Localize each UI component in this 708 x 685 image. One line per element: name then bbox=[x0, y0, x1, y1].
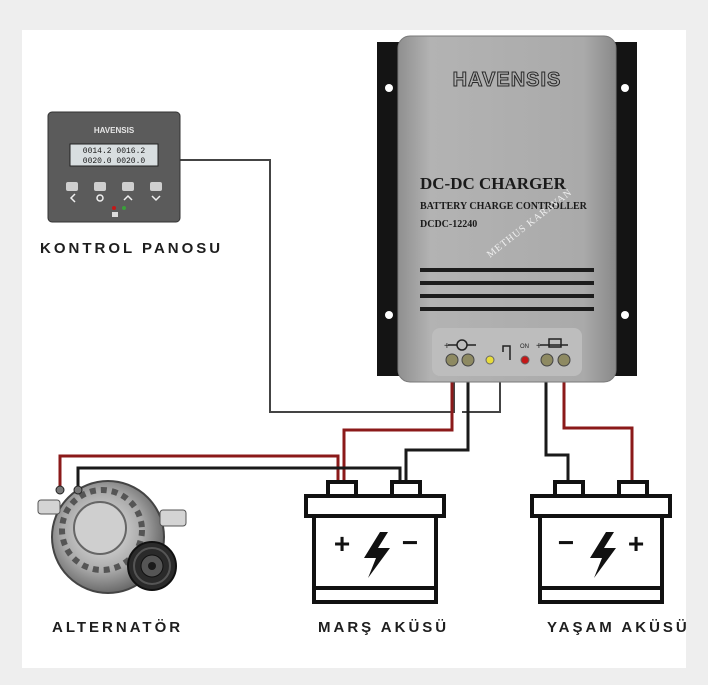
starter-battery-lid bbox=[304, 494, 446, 518]
ok-icon bbox=[96, 194, 104, 202]
control-panel-caption: KONTROL PANOSU bbox=[40, 240, 224, 257]
output-negative-terminal bbox=[540, 353, 554, 367]
minus-icon: − bbox=[402, 527, 418, 558]
cooling-vents bbox=[420, 268, 594, 311]
living-battery-positive-terminal bbox=[617, 480, 649, 498]
terminals bbox=[445, 353, 571, 367]
starter-battery: + − bbox=[304, 480, 446, 604]
charger-model: DCDC-12240 bbox=[420, 219, 477, 230]
charger-title: DC-DC CHARGER bbox=[420, 174, 567, 193]
control-panel-brand: HAVENSIS bbox=[94, 126, 135, 135]
down-icon bbox=[151, 195, 161, 202]
control-panel-body bbox=[47, 111, 181, 223]
starter-battery-caption: MARŞ AKÜSÜ bbox=[318, 619, 450, 636]
control-signal-wire bbox=[178, 159, 455, 413]
lcd-line-2: 0020.0 0020.0 bbox=[83, 157, 146, 166]
back-button[interactable] bbox=[66, 182, 78, 191]
plus-icon: + bbox=[334, 528, 350, 559]
charger-brand: HAVENSIS bbox=[453, 69, 562, 91]
alternator-input-icon: + bbox=[444, 339, 476, 352]
down-button[interactable] bbox=[150, 182, 162, 191]
living-battery-negative-terminal bbox=[553, 480, 585, 498]
back-icon bbox=[69, 193, 76, 203]
living-battery-caption: YAŞAM AKÜSÜ bbox=[547, 619, 690, 636]
starter-negative-wire bbox=[404, 372, 470, 482]
starter-battery-positive-terminal bbox=[326, 480, 358, 498]
starter-positive-wire bbox=[342, 372, 454, 482]
led-label: ON bbox=[520, 344, 529, 350]
panel-led-red bbox=[112, 206, 116, 210]
input-negative-terminal bbox=[461, 353, 475, 367]
living-positive-wire bbox=[562, 372, 634, 482]
ok-button[interactable] bbox=[94, 182, 106, 191]
lightning-icon bbox=[364, 532, 390, 578]
living-battery-lid bbox=[530, 494, 672, 518]
control-signal-wire-2 bbox=[462, 372, 501, 413]
right-mounting-bracket bbox=[613, 42, 637, 376]
plus-icon: + bbox=[628, 528, 644, 559]
alternator-caption: ALTERNATÖR bbox=[52, 619, 184, 636]
status-led-yellow bbox=[485, 355, 495, 365]
left-mounting-bracket bbox=[377, 42, 401, 376]
living-battery: − + bbox=[530, 480, 672, 604]
status-led-red bbox=[520, 355, 530, 365]
svg-text:+: + bbox=[536, 341, 542, 352]
living-negative-wire bbox=[544, 372, 570, 482]
up-icon bbox=[123, 194, 133, 201]
svg-text:+: + bbox=[444, 341, 450, 352]
usb-port bbox=[112, 212, 118, 217]
input-positive-terminal bbox=[445, 353, 459, 367]
up-button[interactable] bbox=[122, 182, 134, 191]
alternator bbox=[37, 480, 187, 594]
alternator-negative-wire bbox=[76, 466, 402, 490]
dcdc-charger: HAVENSIS DC-DC CHARGER BATTERY CHARGE CO… bbox=[377, 35, 637, 383]
minus-icon: − bbox=[558, 527, 574, 558]
starter-battery-negative-terminal bbox=[390, 480, 422, 498]
lcd-screen bbox=[69, 143, 159, 167]
panel-led-green bbox=[122, 206, 126, 210]
ignition-signal-icon bbox=[502, 345, 511, 360]
battery-output-icon: + bbox=[536, 338, 568, 352]
charger-subtitle: BATTERY CHARGE CONTROLLER bbox=[420, 201, 588, 212]
control-panel: HAVENSIS 0014.2 0016.2 0020.0 0020.0 bbox=[47, 111, 181, 223]
lcd-line-1: 0014.2 0016.2 bbox=[83, 147, 146, 156]
output-positive-terminal bbox=[557, 353, 571, 367]
lightning-icon bbox=[590, 532, 616, 578]
wires bbox=[58, 159, 634, 490]
